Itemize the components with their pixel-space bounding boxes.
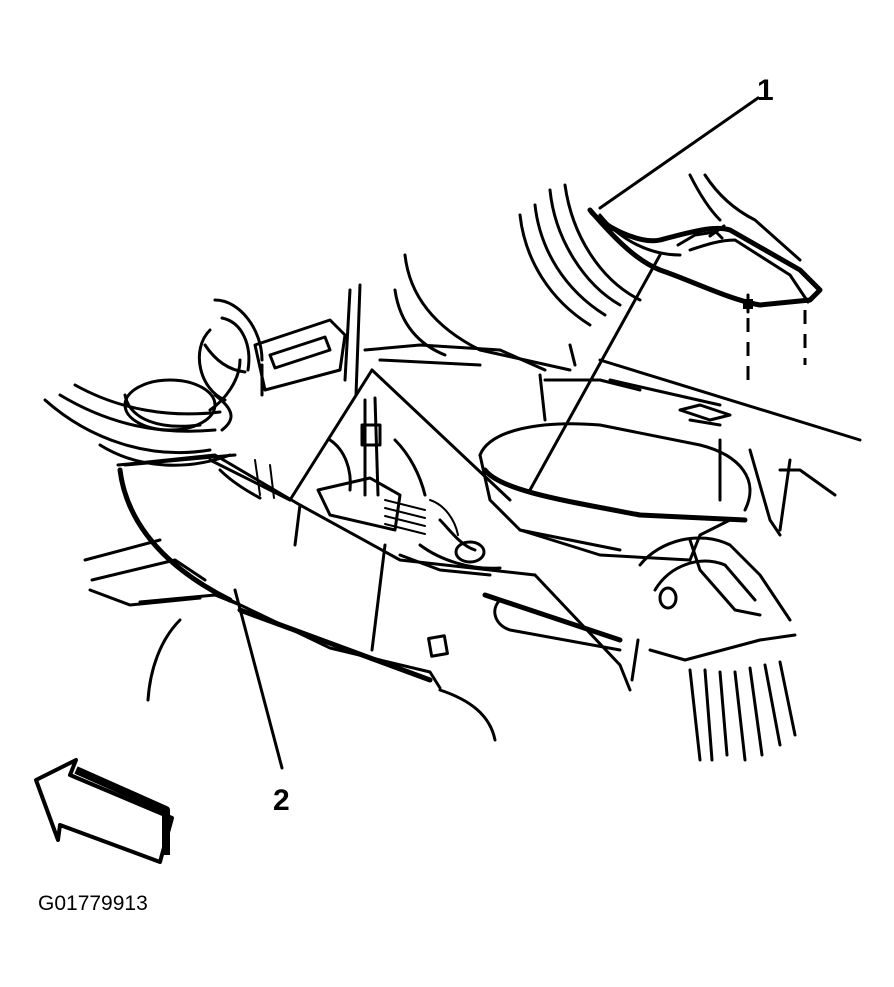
shifter-cavity bbox=[254, 396, 502, 577]
console-rear-end bbox=[630, 536, 797, 762]
callout-2: 2 bbox=[273, 784, 290, 817]
floor-lines bbox=[83, 538, 497, 742]
floor-console bbox=[116, 453, 632, 692]
rear-structure bbox=[363, 183, 862, 537]
figure-id: G01779913 bbox=[38, 892, 148, 915]
front-direction-arrow bbox=[34, 758, 174, 864]
dash-vent bbox=[253, 283, 362, 397]
alignment-guides bbox=[746, 310, 807, 380]
leader-lines bbox=[233, 96, 760, 770]
dashboard-outline bbox=[43, 298, 264, 467]
console-trim-plate bbox=[587, 173, 823, 314]
callout-1: 1 bbox=[757, 74, 774, 107]
